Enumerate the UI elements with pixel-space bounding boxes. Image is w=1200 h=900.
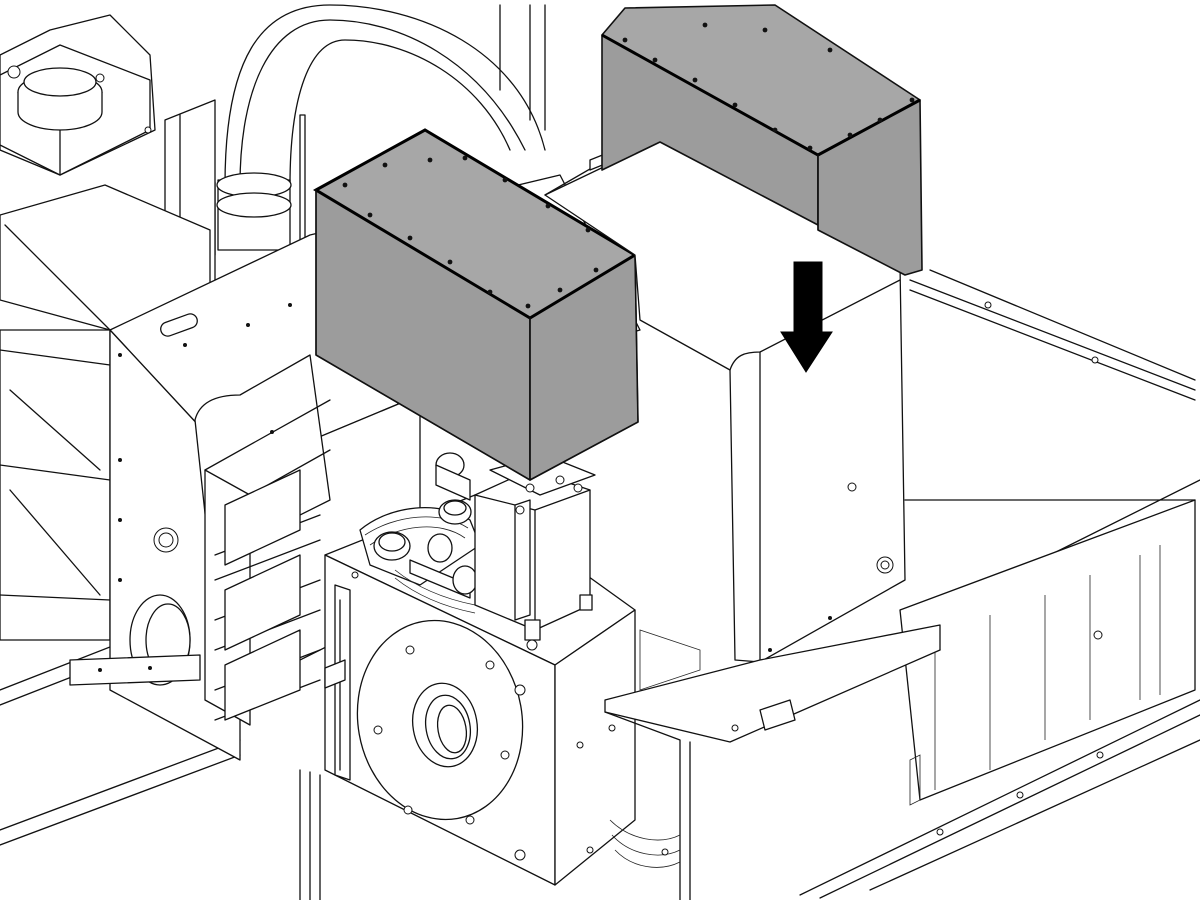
motor-block xyxy=(474,454,596,651)
cage-frame xyxy=(204,399,331,726)
top-left-bracket xyxy=(0,14,156,176)
front-cover-box xyxy=(312,128,639,481)
rear-cover-box xyxy=(601,4,923,276)
gear-mechanism xyxy=(359,452,481,614)
front-shelf xyxy=(604,624,941,900)
down-arrow-icon xyxy=(780,261,833,373)
left-port xyxy=(69,594,201,686)
left-wedge-block xyxy=(0,184,211,641)
base-frame xyxy=(0,269,1200,899)
floor-posts xyxy=(299,769,321,900)
